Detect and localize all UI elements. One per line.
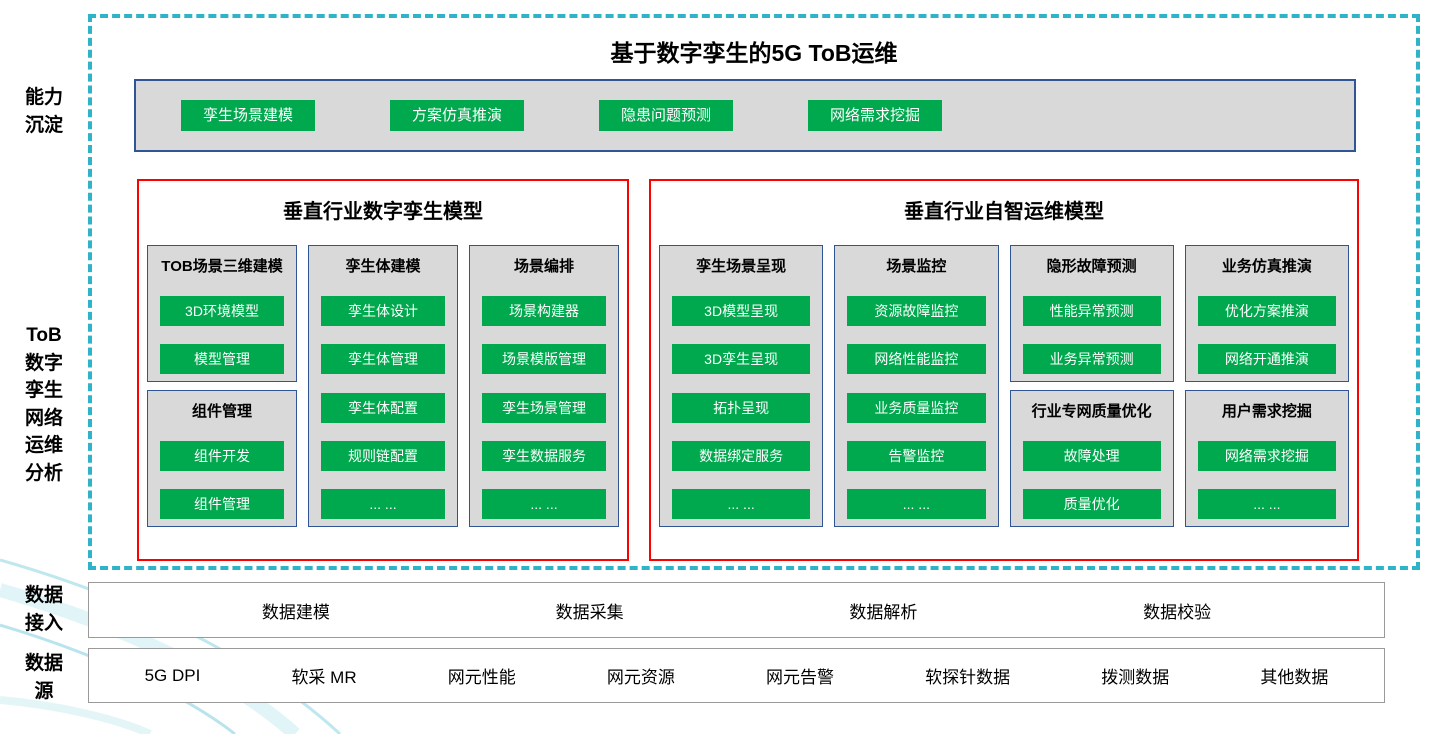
feature-item: ... ... (321, 488, 445, 519)
data-source-item: 其他数据 (1260, 668, 1329, 687)
column-simulation-deduction: 业务仿真推演 优化方案推演 网络开通推演 用户需求挖掘 网络需求挖掘 ... .… (1184, 245, 1349, 527)
data-source-item: 拨测数据 (1101, 668, 1170, 687)
side-label-data-source: 数据 源 (24, 653, 63, 702)
feature-item: 模型管理 (160, 344, 284, 374)
feature-item: ... ... (672, 488, 811, 519)
data-source-item: 网元资源 (606, 668, 675, 687)
capability-button: 隐患问题预测 (599, 100, 734, 131)
twin-model-columns: TOB场景三维建模 3D环境模型 模型管理 组件管理 组件开发 组件管理 孪生体… (147, 245, 619, 527)
feature-item: 孪生场景管理 (482, 392, 606, 423)
group-title: 隐形故障预测 (1046, 258, 1137, 275)
group-scene-monitoring: 场景监控 资源故障监控 网络性能监控 业务质量监控 告警监控 ... ... (834, 245, 999, 527)
group-title: 场景监控 (886, 258, 947, 275)
ops-model-panel: 垂直行业自智运维模型 孪生场景呈现 3D模型呈现 3D孪生呈现 拓扑呈现 数据绑… (649, 179, 1359, 561)
column-scene-presentation: 孪生场景呈现 3D模型呈现 3D孪生呈现 拓扑呈现 数据绑定服务 ... ... (659, 245, 824, 527)
twin-model-panel: 垂直行业数字孪生模型 TOB场景三维建模 3D环境模型 模型管理 组件管理 组件… (137, 179, 629, 561)
feature-item: 孪生体管理 (321, 344, 445, 375)
capability-button: 孪生场景建模 (181, 100, 316, 131)
group-scene-orchestration: 场景编排 场景构建器 场景模版管理 孪生场景管理 孪生数据服务 ... ... (469, 245, 619, 527)
group-scene-presentation: 孪生场景呈现 3D模型呈现 3D孪生呈现 拓扑呈现 数据绑定服务 ... ... (659, 245, 824, 527)
group-title: 场景编排 (513, 258, 574, 275)
feature-item: 孪生体配置 (321, 392, 445, 423)
feature-item: 业务质量监控 (847, 392, 986, 423)
feature-item: 孪生体设计 (321, 296, 445, 327)
feature-item: 网络性能监控 (847, 344, 986, 375)
feature-item: 场景模版管理 (482, 344, 606, 375)
side-label-data-access: 数据 接入 (24, 585, 63, 634)
feature-item: 3D孪生呈现 (672, 344, 811, 375)
column-twin-modeling: 孪生体建模 孪生体设计 孪生体管理 孪生体配置 规则链配置 ... ... (308, 245, 458, 527)
feature-item: 场景构建器 (482, 296, 606, 327)
diagram-title: 基于数字孪生的5G ToB运维 (610, 40, 898, 66)
twin-model-panel-title: 垂直行业数字孪生模型 (283, 201, 483, 223)
feature-item: 3D环境模型 (160, 296, 284, 326)
group-title: 孪生体建模 (345, 258, 421, 275)
feature-item: 孪生数据服务 (482, 440, 606, 471)
feature-item: 组件管理 (160, 489, 284, 519)
data-access-item: 数据解析 (849, 602, 918, 622)
data-access-item: 数据校验 (1143, 602, 1212, 622)
ops-model-columns: 孪生场景呈现 3D模型呈现 3D孪生呈现 拓扑呈现 数据绑定服务 ... ...… (659, 245, 1349, 527)
group-title: 业务仿真推演 (1221, 258, 1312, 275)
data-access-item: 数据建模 (261, 602, 330, 622)
feature-item: 网络需求挖掘 (1197, 441, 1336, 471)
feature-item: 3D模型呈现 (672, 296, 811, 327)
side-label-analysis: ToB 数字 孪生 网络 运维 分析 (24, 325, 63, 484)
data-source-bar: 5G DPI 软采 MR 网元性能 网元资源 网元告警 软探针数据 拨测数据 其… (88, 648, 1385, 703)
feature-item: ... ... (847, 488, 986, 519)
feature-item: 业务异常预测 (1022, 344, 1161, 374)
feature-item: 资源故障监控 (847, 296, 986, 327)
feature-item: 故障处理 (1022, 441, 1161, 471)
data-source-item: 软探针数据 (925, 668, 1011, 687)
data-source-item: 网元性能 (447, 668, 516, 687)
feature-item: 数据绑定服务 (672, 440, 811, 471)
capability-button: 网络需求挖掘 (808, 100, 943, 131)
group-hidden-fault-prediction: 隐形故障预测 性能异常预测 业务异常预测 (1009, 245, 1174, 382)
group-title: 组件管理 (191, 403, 252, 420)
feature-item: ... ... (1197, 489, 1336, 519)
column-fault-prediction: 隐形故障预测 性能异常预测 业务异常预测 行业专网质量优化 故障处理 质量优化 (1009, 245, 1174, 527)
data-source-item: 软采 MR (291, 668, 357, 687)
data-access-bar: 数据建模 数据采集 数据解析 数据校验 (88, 582, 1385, 638)
feature-item: ... ... (482, 488, 606, 519)
data-source-item: 5G DPI (144, 665, 201, 685)
data-source-item: 网元告警 (765, 668, 834, 687)
group-business-simulation: 业务仿真推演 优化方案推演 网络开通推演 (1184, 245, 1349, 382)
feature-item: 优化方案推演 (1197, 296, 1336, 326)
group-twin-modeling: 孪生体建模 孪生体设计 孪生体管理 孪生体配置 规则链配置 ... ... (308, 245, 458, 527)
group-user-demand-mining: 用户需求挖掘 网络需求挖掘 ... ... (1184, 390, 1349, 527)
capability-button: 方案仿真推演 (390, 100, 525, 131)
column-scene-monitoring: 场景监控 资源故障监控 网络性能监控 业务质量监控 告警监控 ... ... (834, 245, 999, 527)
ops-model-panel-title: 垂直行业自智运维模型 (904, 201, 1104, 223)
group-private-network-quality: 行业专网质量优化 故障处理 质量优化 (1009, 390, 1174, 527)
side-label-capability: 能力 沉淀 (24, 87, 63, 136)
column-3d-modeling: TOB场景三维建模 3D环境模型 模型管理 组件管理 组件开发 组件管理 (147, 245, 297, 527)
group-component-mgmt: 组件管理 组件开发 组件管理 (147, 390, 297, 527)
feature-item: 性能异常预测 (1022, 296, 1161, 326)
feature-item: 规则链配置 (321, 440, 445, 471)
column-scene-orchestration: 场景编排 场景构建器 场景模版管理 孪生场景管理 孪生数据服务 ... ... (469, 245, 619, 527)
feature-item: 网络开通推演 (1197, 344, 1336, 374)
feature-item: 质量优化 (1022, 489, 1161, 519)
group-title: TOB场景三维建模 (161, 258, 283, 275)
group-title: 孪生场景呈现 (696, 258, 787, 275)
data-access-item: 数据采集 (555, 602, 624, 622)
capability-bar: 孪生场景建模 方案仿真推演 隐患问题预测 网络需求挖掘 (134, 79, 1356, 152)
group-title: 用户需求挖掘 (1221, 403, 1312, 420)
feature-item: 拓扑呈现 (672, 392, 811, 423)
group-tob-scene-3d: TOB场景三维建模 3D环境模型 模型管理 (147, 245, 297, 382)
feature-item: 组件开发 (160, 441, 284, 471)
feature-item: 告警监控 (847, 440, 986, 471)
dashed-frame: 基于数字孪生的5G ToB运维 孪生场景建模 方案仿真推演 隐患问题预测 网络需… (88, 14, 1420, 570)
group-title: 行业专网质量优化 (1031, 403, 1152, 420)
